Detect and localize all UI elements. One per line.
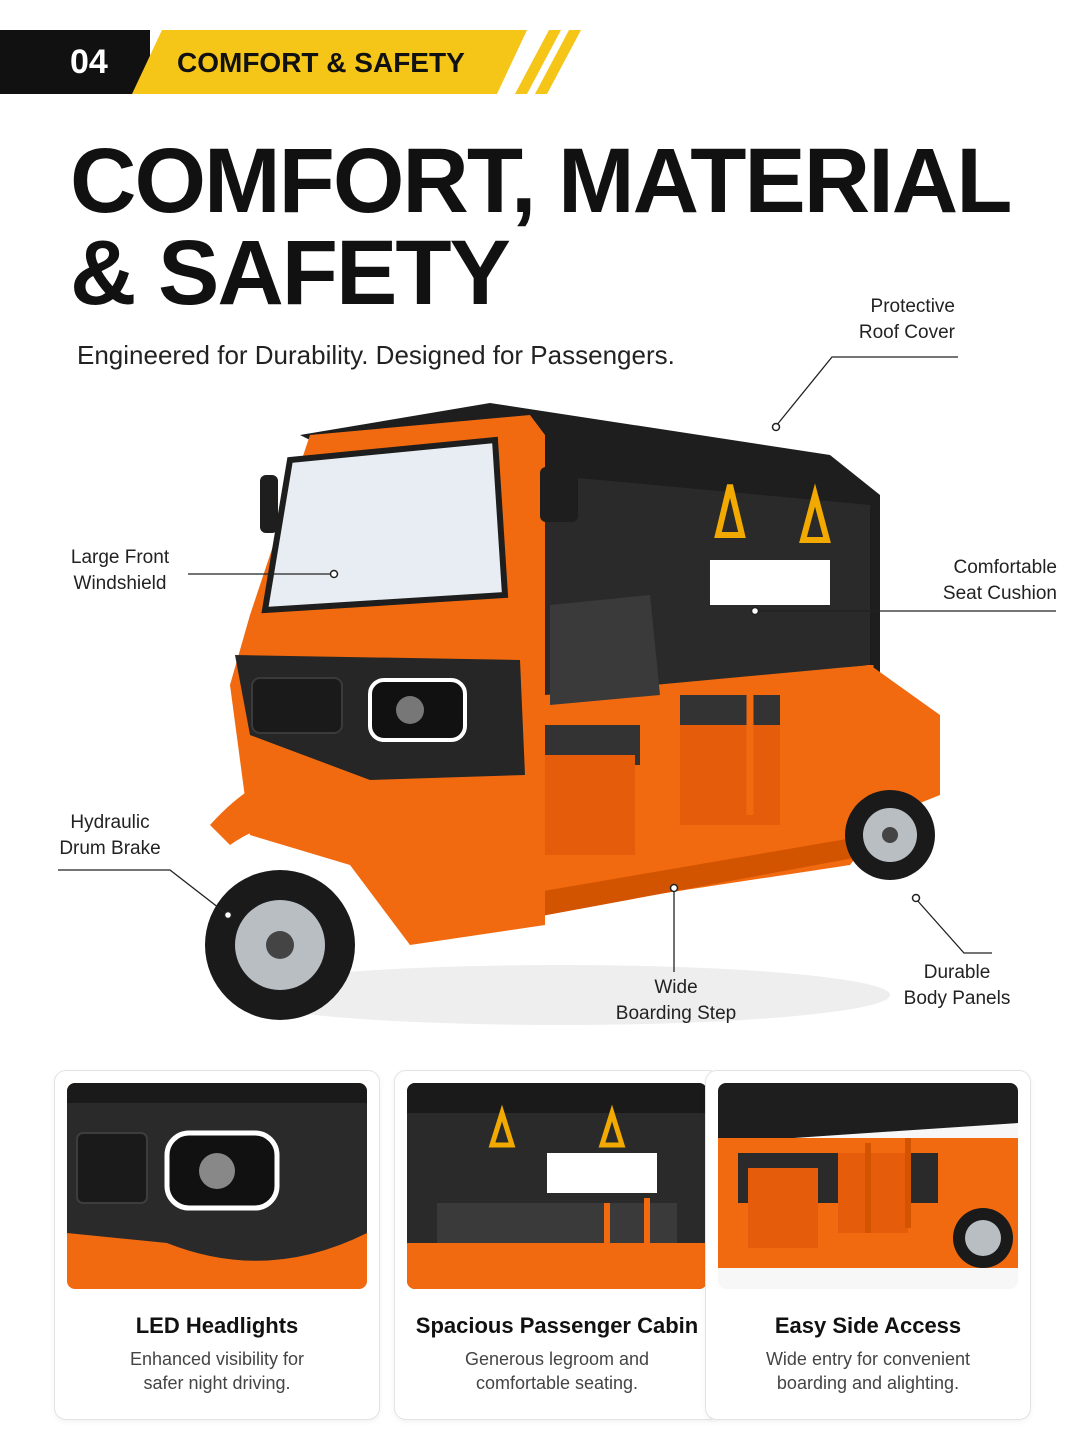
callout-panels-line2: Body Panels: [903, 988, 1011, 1009]
callout-drum-brake: Hydraulic Drum Brake: [40, 810, 180, 862]
page-title: COMFORT, MATERIAL & SAFETY: [70, 135, 1012, 319]
page-title-line2: & SAFETY: [70, 222, 511, 324]
callout-boarding-step: Wide Boarding Step: [596, 975, 756, 1027]
led-headlight-closeup-image: [67, 1083, 367, 1289]
feature-description-line2: comfortable seating.: [475, 1373, 639, 1393]
section-label-block: COMFORT & SAFETY: [132, 30, 527, 94]
callout-body-panels: Durable Body Panels: [887, 960, 1027, 1012]
feature-description-line1: Enhanced visibility for: [129, 1349, 305, 1369]
callout-step-line2: Boarding Step: [615, 1003, 737, 1024]
feature-description: Generous legroom and comfortable seating…: [425, 1347, 689, 1395]
feature-description-line2: boarding and alighting.: [776, 1373, 960, 1393]
feature-description: Enhanced visibility for safer night driv…: [85, 1347, 349, 1395]
callout-panels-line1: Durable: [923, 962, 991, 983]
side-access-image: [718, 1083, 1018, 1289]
callout-windshield: Large Front Windshield: [50, 545, 190, 597]
callout-roof-line1: Protective: [870, 296, 955, 317]
callout-brake-line2: Drum Brake: [59, 838, 161, 859]
section-number: 04: [70, 43, 108, 81]
page-subtitle: Engineered for Durability. Designed for …: [77, 340, 675, 370]
passenger-cabin-image: [407, 1083, 707, 1289]
callout-windshield-line2: Windshield: [73, 573, 167, 594]
callout-windshield-line1: Large Front: [70, 547, 170, 568]
section-banner: 04 COMFORT & SAFETY: [0, 30, 570, 94]
feature-card-led-headlights: LED Headlights Enhanced visibility for s…: [54, 1070, 380, 1420]
section-number-block: 04: [0, 30, 150, 94]
auto-rickshaw-illustration: [205, 403, 940, 1025]
callout-seat-line1: Comfortable: [953, 557, 1058, 578]
feature-title: LED Headlights: [135, 1313, 299, 1338]
feature-card-side-access: Easy Side Access Wide entry for convenie…: [705, 1070, 1031, 1420]
feature-description-line1: Generous legroom and: [464, 1349, 650, 1369]
feature-title: Spacious Passenger Cabin: [415, 1313, 699, 1338]
callout-brake-line1: Hydraulic: [70, 812, 150, 833]
feature-title: Easy Side Access: [774, 1313, 962, 1338]
feature-description-line1: Wide entry for convenient: [765, 1349, 971, 1369]
callout-step-line1: Wide: [654, 977, 698, 998]
callout-roof-line2: Roof Cover: [858, 322, 955, 343]
feature-description: Wide entry for convenient boarding and a…: [736, 1347, 1000, 1395]
callout-roof-cover: Protective Roof Cover: [820, 294, 955, 346]
callout-seat-line2: Seat Cushion: [942, 583, 1057, 604]
feature-description-line2: safer night driving.: [143, 1373, 291, 1393]
section-label: COMFORT & SAFETY: [177, 47, 465, 78]
feature-card-passenger-cabin: Spacious Passenger Cabin Generous legroo…: [394, 1070, 720, 1420]
page-title-line1: COMFORT, MATERIAL: [70, 130, 1012, 232]
callout-seat-cushion: Comfortable Seat Cushion: [920, 555, 1057, 607]
